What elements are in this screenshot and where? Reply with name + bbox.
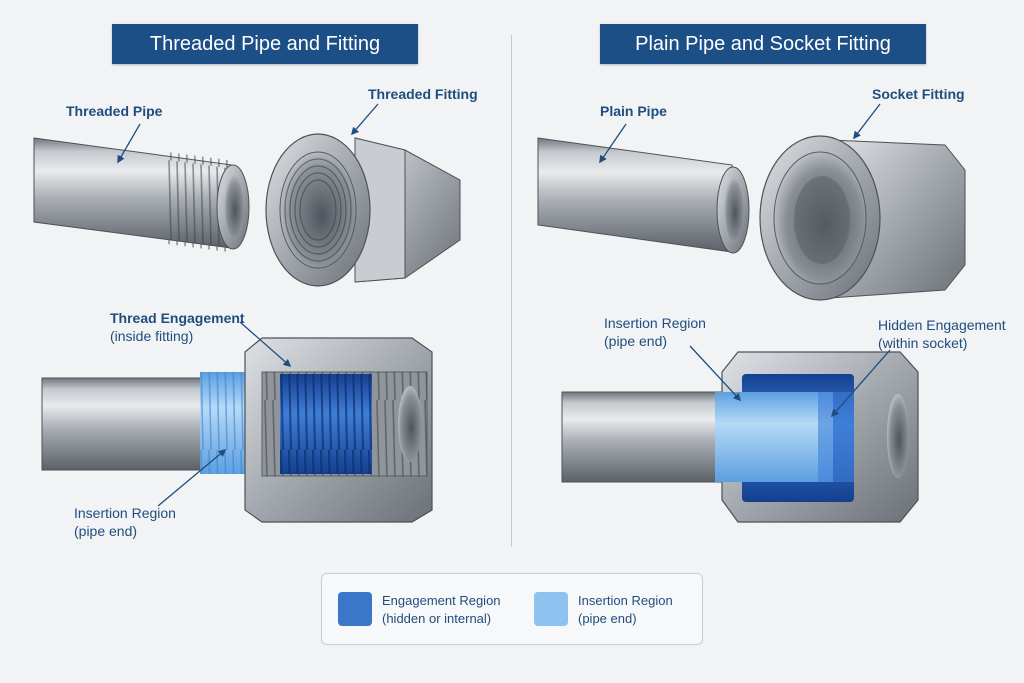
label-insertion-region-right-note: (pipe end) (604, 333, 668, 349)
label-plain-pipe: Plain Pipe (600, 103, 667, 119)
label-insertion-region-right: Insertion Region (604, 315, 706, 331)
legend-insertion-label: Insertion Region (578, 593, 673, 608)
legend: Engagement Region (hidden or internal) I… (321, 573, 703, 645)
threaded-assembly (41, 337, 433, 523)
label-threaded-pipe: Threaded Pipe (66, 103, 163, 119)
label-insertion-region-left: Insertion Region (74, 505, 176, 521)
label-thread-engagement-note: (inside fitting) (110, 328, 194, 344)
left-panel-title: Threaded Pipe and Fitting (112, 24, 418, 64)
label-socket-fitting: Socket Fitting (872, 86, 965, 102)
threaded-pipe (33, 137, 250, 253)
legend-engagement-label: Engagement Region (382, 593, 501, 608)
right-panel-title: Plain Pipe and Socket Fitting (600, 24, 926, 64)
label-hidden-engagement-note: (within socket) (878, 335, 968, 351)
socket-fitting (759, 135, 966, 301)
socket-assembly (561, 351, 919, 523)
label-insertion-region-left-note: (pipe end) (74, 523, 138, 539)
panel-divider (511, 35, 512, 547)
legend-swatch-engagement (338, 592, 372, 626)
legend-engagement-note: (hidden or internal) (382, 611, 492, 626)
plain-pipe (537, 137, 750, 254)
legend-item-insertion: Insertion Region (pipe end) (578, 592, 673, 628)
label-threaded-fitting: Threaded Fitting (368, 86, 478, 102)
leader-lines (117, 103, 891, 507)
label-hidden-engagement: Hidden Engagement (878, 317, 1006, 333)
threaded-fitting (265, 133, 461, 287)
legend-insertion-note: (pipe end) (578, 611, 637, 626)
label-thread-engagement: Thread Engagement (110, 310, 245, 326)
legend-swatch-insertion (534, 592, 568, 626)
legend-item-engagement: Engagement Region (hidden or internal) (382, 592, 501, 628)
